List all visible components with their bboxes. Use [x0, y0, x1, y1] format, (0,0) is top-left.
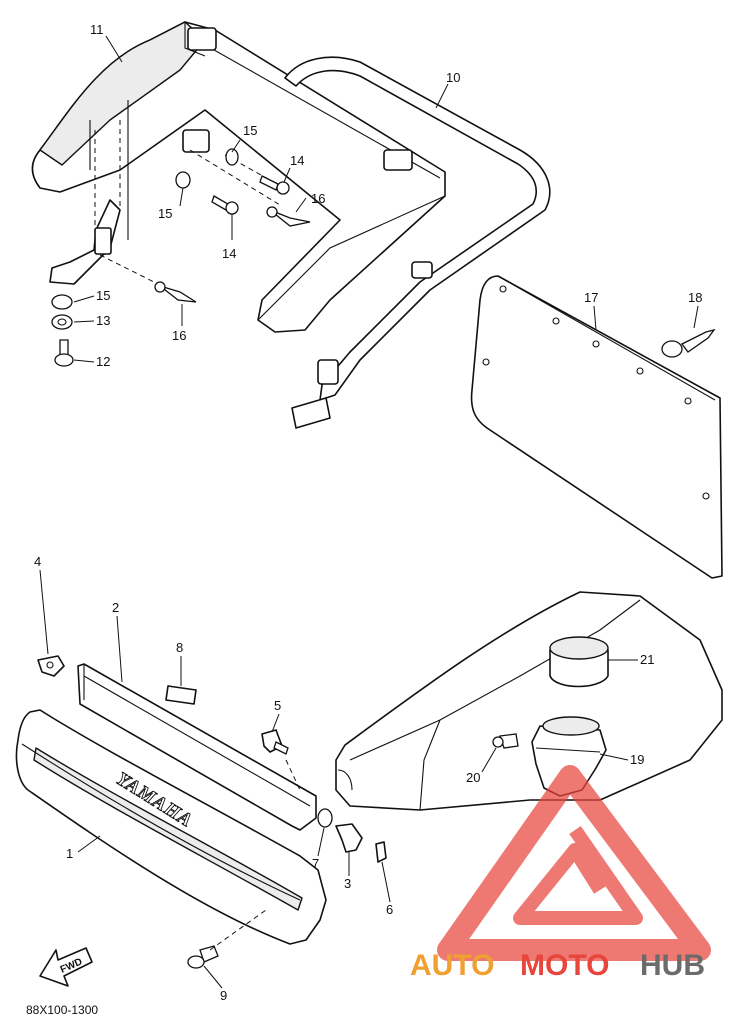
watermark-moto: MOTO: [520, 949, 609, 982]
callout-15a: 15: [243, 123, 257, 138]
callout-2: 2: [112, 600, 119, 615]
callout-19: 19: [630, 752, 644, 767]
callout-21: 21: [640, 652, 654, 667]
callout-17: 17: [584, 290, 598, 305]
clip-6: [375, 841, 387, 863]
screw-16-upper: [266, 206, 311, 227]
watermark-auto: AUTO: [410, 949, 494, 982]
callout-12: 12: [96, 354, 110, 369]
fuel-cap-21: [549, 636, 609, 688]
rear-cover: [15, 709, 327, 945]
rear-carrier-bracket: [31, 21, 446, 333]
callouts: 11 10 15 14 16 15 14 15 13 12 16 17 18 4…: [34, 22, 702, 1003]
screw-16-lower: [154, 281, 197, 303]
callout-14b: 14: [222, 246, 236, 261]
bracket-3: [335, 823, 363, 853]
watermark-hub: HUB: [640, 949, 705, 982]
washer-15-left: [175, 171, 191, 189]
watermark-text: AUTO MOTO HUB: [410, 949, 705, 982]
screw-18: [661, 328, 716, 358]
washer-15-right: [225, 148, 239, 166]
bolt-9: [187, 945, 219, 969]
callout-11: 11: [90, 22, 104, 37]
screw-20: [492, 733, 519, 749]
bracket-plate: [77, 663, 317, 831]
callout-6: 6: [386, 902, 393, 917]
callout-1: 1: [66, 846, 73, 861]
bolt-14-lower: [211, 195, 239, 215]
label-8: [165, 685, 197, 705]
nut-13: [51, 314, 73, 330]
callout-8: 8: [176, 640, 183, 655]
bolt-14-upper: [259, 175, 290, 195]
callout-5: 5: [274, 698, 281, 713]
callout-16a: 16: [311, 191, 325, 206]
callout-13: 13: [96, 313, 110, 328]
callout-15b: 15: [158, 206, 172, 221]
watermark-logo-icon: [437, 765, 711, 961]
fuel-tank: [335, 591, 723, 811]
callout-9: 9: [220, 988, 227, 1003]
callout-3: 3: [344, 876, 351, 891]
bolt-12: [54, 339, 74, 367]
diagram-code: 88X100-1300: [26, 1003, 98, 1017]
callout-4: 4: [34, 554, 41, 569]
washer-7: [317, 808, 333, 828]
clip-4: [37, 655, 65, 677]
callout-20: 20: [466, 770, 480, 785]
callout-7: 7: [312, 856, 319, 871]
callout-10: 10: [446, 70, 460, 85]
callout-15c: 15: [96, 288, 110, 303]
fwd-arrow-icon: FWD: [39, 947, 93, 987]
callout-18: 18: [688, 290, 702, 305]
washer-15-lower: [51, 294, 73, 310]
callout-14a: 14: [290, 153, 304, 168]
callout-16b: 16: [172, 328, 186, 343]
grab-bar: [49, 56, 551, 429]
bracket-5: [261, 729, 289, 755]
side-panel: [470, 275, 723, 579]
